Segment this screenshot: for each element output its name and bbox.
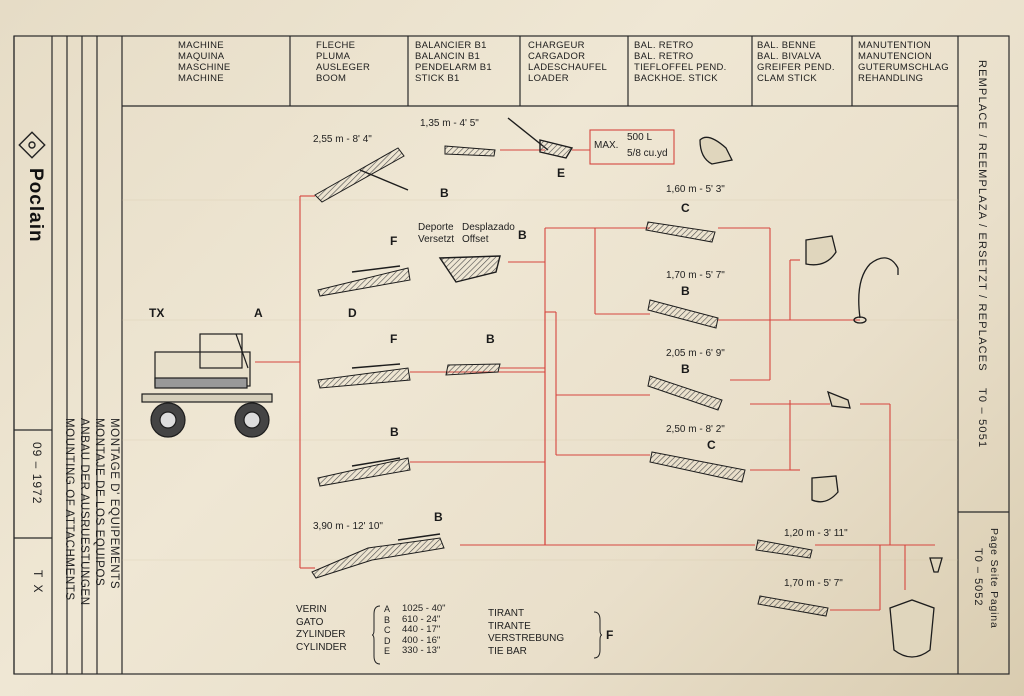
rehandling-hook-icon (853, 257, 899, 324)
backhoe-length-1: 1,60 m - 5' 3" (666, 184, 725, 195)
label-b-backhoe-3: B (681, 362, 690, 376)
label-b-backhoe-2: B (681, 284, 690, 298)
cylinder-standard-boom (351, 363, 401, 369)
max-value-liters: 500 L (627, 132, 653, 143)
label-b-offset: B (518, 228, 527, 242)
stick-top-length: 1,35 m - 4' 5" (420, 118, 479, 129)
excavator-machine-drawing (141, 333, 273, 438)
label-e: E (557, 166, 566, 180)
label-f-standard: F (390, 332, 398, 346)
clamshell-bucket-icon (889, 599, 935, 658)
max-label: MAX. (594, 140, 619, 151)
boom-extended-drawing (317, 457, 411, 487)
backhoe-length-2: 1,70 m - 5' 7" (666, 270, 725, 281)
offset-label-spanish-1: Deporte (418, 222, 454, 233)
max-capacity-box (589, 129, 675, 165)
tie-bar-letter: F (606, 628, 614, 642)
cylinder-offset-boom (351, 265, 401, 273)
cylinder-long-boom (397, 533, 441, 541)
offset-label-spanish-2: Desplazado (462, 222, 515, 233)
backhoe-length-3: 2,05 m - 6' 9" (666, 348, 725, 359)
clamp-tool-icon (827, 390, 851, 409)
backhoe-stick-2-drawing (647, 299, 719, 329)
tie-bar-brace-icon (593, 611, 602, 659)
label-d: D (348, 306, 357, 320)
stick-b-drawing (445, 363, 501, 376)
loader-bucket-icon (699, 136, 733, 165)
backhoe-length-4: 2,50 m - 8' 2" (666, 424, 725, 435)
boom-top-length: 2,55 m - 8' 4" (313, 134, 372, 145)
loader-linkage-drawing (539, 139, 574, 159)
offset-label-english: Offset (462, 234, 489, 245)
machine-label: TX (149, 306, 165, 320)
offset-stick-drawing (438, 255, 501, 283)
label-c-1: C (681, 201, 690, 215)
label-c-4: C (707, 438, 716, 452)
label-b-long: B (434, 510, 443, 524)
backhoe-stick-4-drawing (649, 451, 746, 483)
cylinder-extended-boom (351, 457, 401, 467)
poclain-logo-icon (18, 131, 46, 159)
stick-top-drawing (444, 145, 496, 157)
clam-stick-2-drawing (757, 595, 829, 617)
label-a: A (254, 306, 263, 320)
clam-stick-1-drawing (755, 539, 813, 559)
cylinder-top-boom (359, 169, 409, 191)
backhoe-bucket-1-icon (805, 235, 837, 266)
label-f-offset: F (390, 234, 398, 248)
cylinder-brace-icon (372, 605, 381, 665)
backhoe-stick-1-drawing (645, 221, 716, 243)
label-b-extended: B (390, 425, 399, 439)
clam-length-2: 1,70 m - 5' 7" (784, 578, 843, 589)
label-b-standard: B (486, 332, 495, 346)
cylinder-values: 1025 - 40"610 - 24" 440 - 17"400 - 16" 3… (402, 603, 446, 656)
backhoe-bucket-2-icon (811, 475, 839, 503)
backhoe-stick-3-drawing (647, 375, 723, 411)
boom-offset-drawing (317, 267, 411, 297)
boom-top-drawing (314, 147, 405, 203)
boom-long-drawing (311, 537, 445, 579)
boom-standard-drawing (317, 367, 411, 389)
red-connection-lines (255, 149, 935, 611)
grab-hook-icon (929, 557, 943, 573)
clam-length-1: 1,20 m - 3' 11" (784, 528, 848, 539)
max-value-cuyd: 5/8 cu.yd (627, 148, 668, 159)
boom-long-length: 3,90 m - 12' 10" (313, 521, 383, 532)
label-b-top: B (440, 186, 449, 200)
offset-label-german: Versetzt (418, 234, 455, 245)
